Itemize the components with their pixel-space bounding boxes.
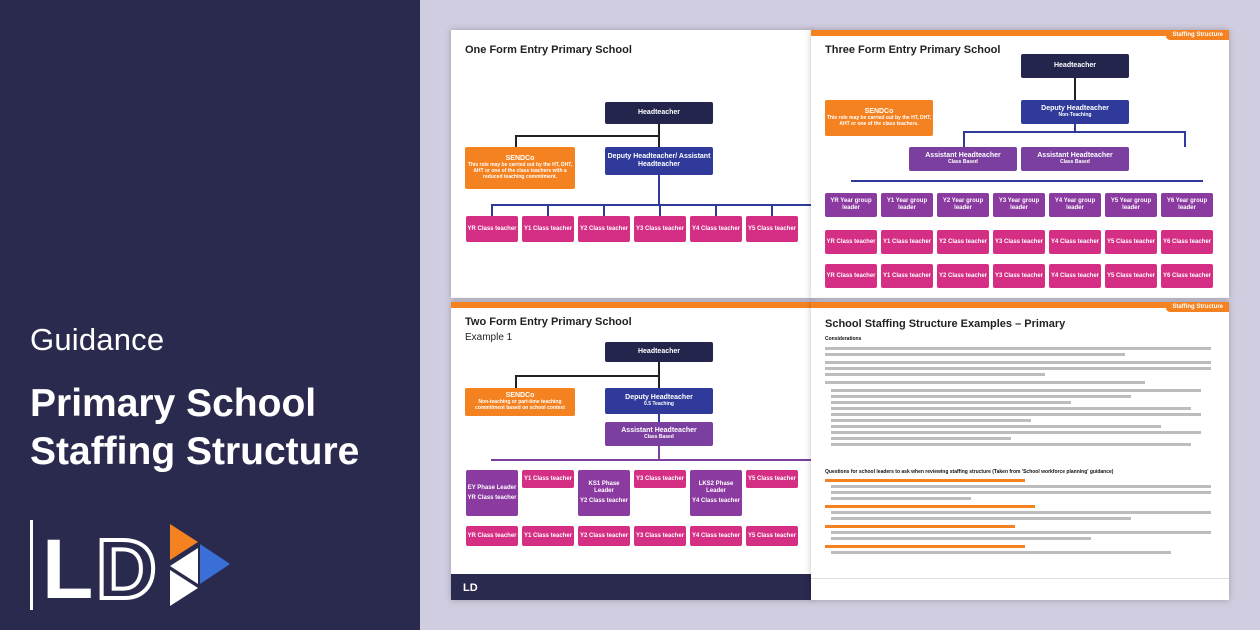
class-teacher-box: Y1 Class teacher xyxy=(522,470,574,488)
year-group-leader-box: Y2 Year group leader xyxy=(937,193,989,217)
ld-logo: L D xyxy=(30,520,230,610)
slide-two-form-entry: Two Form Entry Primary School Example 1 … xyxy=(451,302,813,600)
class-teacher-box: Y3 Class teacher xyxy=(993,264,1045,288)
svg-text:D: D xyxy=(96,522,157,610)
class-teacher-box: Y3 Class teacher xyxy=(634,526,686,546)
document-body: Considerations Questions for xyxy=(825,336,1215,587)
class-teacher-box: Y3 Class teacher xyxy=(634,470,686,488)
left-panel: Guidance Primary School Staffing Structu… xyxy=(0,0,420,630)
questions-placeholder xyxy=(825,479,1211,554)
sendco-box: SENDCo This role may be carried out by t… xyxy=(465,147,575,189)
class-teacher-box: Y2 Class teacher xyxy=(937,230,989,254)
class-teacher-box: Y4 Class teacher xyxy=(690,526,742,546)
assistant-head-box: Assistant Headteacher Class Based xyxy=(1021,147,1129,171)
class-teacher-box: YR Class teacher xyxy=(466,216,518,242)
resource-title: Primary School Staffing Structure xyxy=(30,382,360,473)
class-teacher-box: Y1 Class teacher xyxy=(881,264,933,288)
class-teacher-box: YR Class teacher xyxy=(825,264,877,288)
class-teacher-box: Y5 Class teacher xyxy=(746,526,798,546)
paragraph-placeholder xyxy=(825,346,1211,446)
slide-footer xyxy=(811,578,1229,600)
year-group-leader-box: Y6 Year group leader xyxy=(1161,193,1213,217)
class-teacher-box: Y3 Class teacher xyxy=(993,230,1045,254)
slide-title: Two Form Entry Primary School xyxy=(465,316,632,328)
phase-leader-box: KS1 Phase Leader Y2 Class teacher xyxy=(578,470,630,516)
slide-tag: Staffing Structure xyxy=(1166,302,1229,312)
slide-staffing-examples: Staffing Structure School Staffing Struc… xyxy=(811,302,1229,600)
class-teacher-box: YR Class teacher xyxy=(825,230,877,254)
slide-title: School Staffing Structure Examples – Pri… xyxy=(825,318,1066,330)
class-teacher-box: Y6 Class teacher xyxy=(1161,264,1213,288)
questions-heading: Questions for school leaders to ask when… xyxy=(825,468,1114,475)
phase-leader-box: EY Phase Leader YR Class teacher xyxy=(466,470,518,516)
slide-one-form-entry: One Form Entry Primary School Headteache… xyxy=(451,30,813,298)
deputy-box: Deputy Headteacher Non-Teaching xyxy=(1021,100,1129,124)
class-teacher-box: Y4 Class teacher xyxy=(1049,230,1101,254)
slide-tag: Staffing Structure xyxy=(1166,30,1229,40)
slide-footer xyxy=(451,574,813,600)
slide-title: One Form Entry Primary School xyxy=(465,44,632,56)
class-teacher-box: Y2 Class teacher xyxy=(578,216,630,242)
year-group-leader-box: Y4 Year group leader xyxy=(1049,193,1101,217)
class-teacher-box: Y4 Class teacher xyxy=(690,216,742,242)
class-teacher-box: Y2 Class teacher xyxy=(937,264,989,288)
class-teacher-box: Y2 Class teacher xyxy=(578,526,630,546)
phase-leader-box: LKS2 Phase Leader Y4 Class teacher xyxy=(690,470,742,516)
slide-title: Three Form Entry Primary School xyxy=(825,44,1001,56)
footer-logo: LD xyxy=(463,582,478,594)
year-group-leader-box: Y3 Year group leader xyxy=(993,193,1045,217)
class-teacher-box: Y5 Class teacher xyxy=(746,216,798,242)
class-teacher-box: Y5 Class teacher xyxy=(1105,230,1157,254)
class-teacher-box: Y4 Class teacher xyxy=(1049,264,1101,288)
sendco-box: SENDCo Non-teaching or part-time teachin… xyxy=(465,388,575,416)
class-teacher-box: Y1 Class teacher xyxy=(522,526,574,546)
sendco-box: SENDCo This role may be carried out by t… xyxy=(825,100,933,136)
class-teacher-box: Y6 Class teacher xyxy=(1161,230,1213,254)
guidance-label: Guidance xyxy=(30,322,165,357)
headteacher-box: Headteacher xyxy=(605,102,713,124)
class-teacher-box: Y1 Class teacher xyxy=(522,216,574,242)
year-group-leader-box: YR Year group leader xyxy=(825,193,877,217)
class-teacher-box: Y5 Class teacher xyxy=(746,470,798,488)
svg-text:L: L xyxy=(42,522,93,610)
year-group-leader-box: Y5 Year group leader xyxy=(1105,193,1157,217)
class-teacher-box: Y5 Class teacher xyxy=(1105,264,1157,288)
slide-subtitle: Example 1 xyxy=(465,332,513,343)
deputy-box: Deputy Headteacher/ Assistant Headteache… xyxy=(605,147,713,175)
deputy-box: Deputy Headteacher 0.5 Teaching xyxy=(605,388,713,414)
headteacher-box: Headteacher xyxy=(1021,54,1129,78)
considerations-heading: Considerations xyxy=(825,336,862,342)
class-teacher-box: YR Class teacher xyxy=(466,526,518,546)
class-teacher-box: Y3 Class teacher xyxy=(634,216,686,242)
slide-three-form-entry: Staffing Structure Three Form Entry Prim… xyxy=(811,30,1229,298)
assistant-head-box: Assistant Headteacher Class Based xyxy=(605,422,713,446)
year-group-leader-box: Y1 Year group leader xyxy=(881,193,933,217)
class-teacher-box: Y1 Class teacher xyxy=(881,230,933,254)
headteacher-box: Headteacher xyxy=(605,342,713,362)
assistant-head-box: Assistant Headteacher Class Based xyxy=(909,147,1017,171)
